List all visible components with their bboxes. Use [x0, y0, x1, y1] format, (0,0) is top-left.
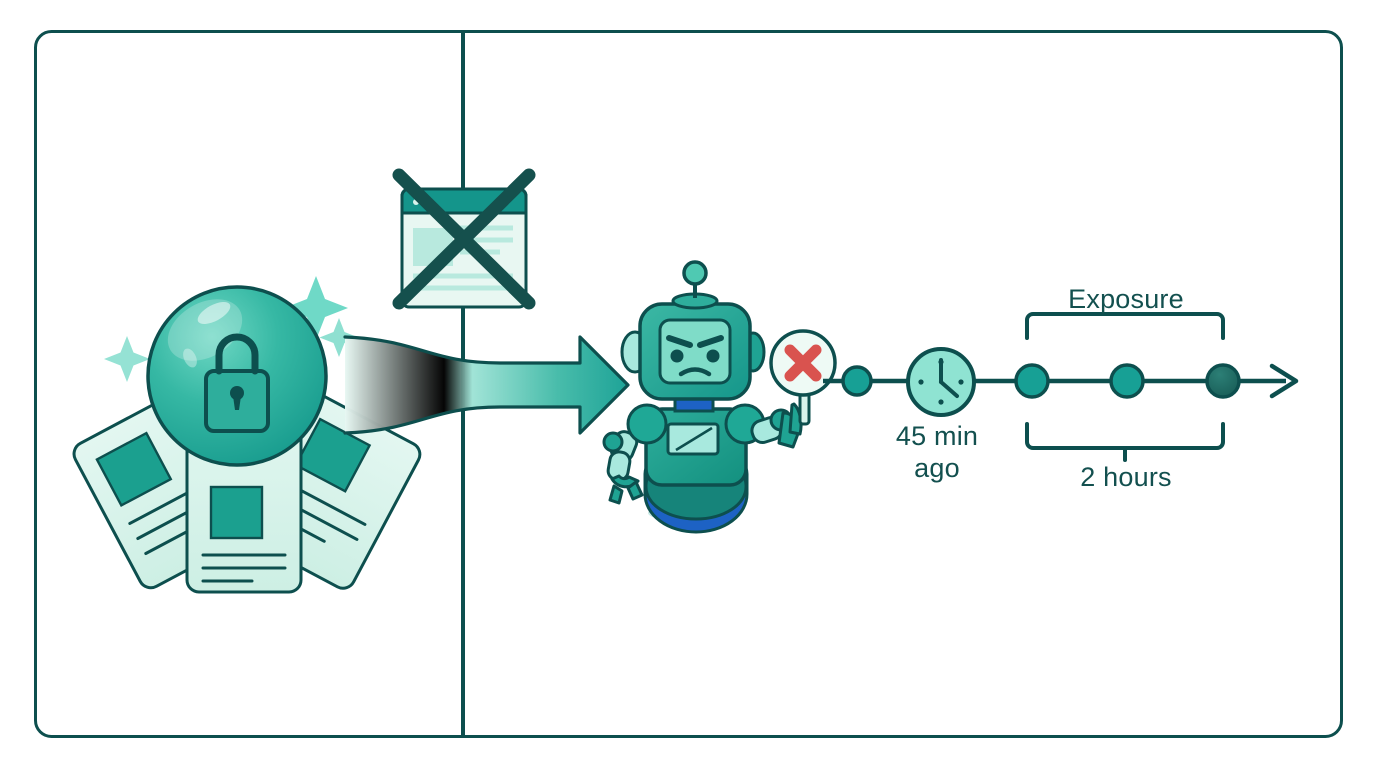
timeline-arrowhead — [1269, 363, 1299, 399]
robot-antenna-bulb — [682, 260, 708, 286]
clock-hand-minute — [939, 380, 959, 398]
robot-eye-left — [670, 349, 684, 363]
timeline-dot-2 — [1014, 363, 1050, 399]
robot-mouth — [678, 367, 712, 377]
clock-label-line1: 45 min — [895, 421, 979, 451]
timeline-dot-4 — [1205, 363, 1241, 399]
robot-torso — [643, 393, 749, 534]
exposure-label: Exposure — [1068, 284, 1184, 314]
clock-label: 45 min ago — [874, 420, 1000, 484]
sparkle-icon-group — [104, 276, 359, 382]
exposure-bracket-bottom — [1025, 422, 1225, 450]
clock-label-line2: ago — [914, 453, 960, 483]
data-flow-arrow — [343, 335, 630, 435]
robot-head — [620, 260, 766, 401]
angry-robot-icon — [602, 260, 837, 534]
robot-eyebrow-left — [666, 335, 693, 348]
prohibition-sign-icon — [769, 329, 837, 397]
timeline-dot-3 — [1109, 363, 1145, 399]
duration-label: 2 hours — [1080, 462, 1172, 492]
timeline-dot-1 — [841, 365, 873, 397]
exposure-timeline — [823, 312, 1299, 462]
robot-eye-right — [706, 349, 720, 363]
robot-shoulder-left — [626, 403, 668, 445]
robot-left-arm — [602, 430, 644, 505]
robot-eyebrow-right — [697, 335, 724, 348]
lock-sphere-icon — [146, 285, 328, 467]
exposure-bracket-top — [1025, 312, 1225, 340]
clock-icon — [906, 347, 976, 417]
browser-window-crossed-out-icon — [392, 168, 536, 310]
